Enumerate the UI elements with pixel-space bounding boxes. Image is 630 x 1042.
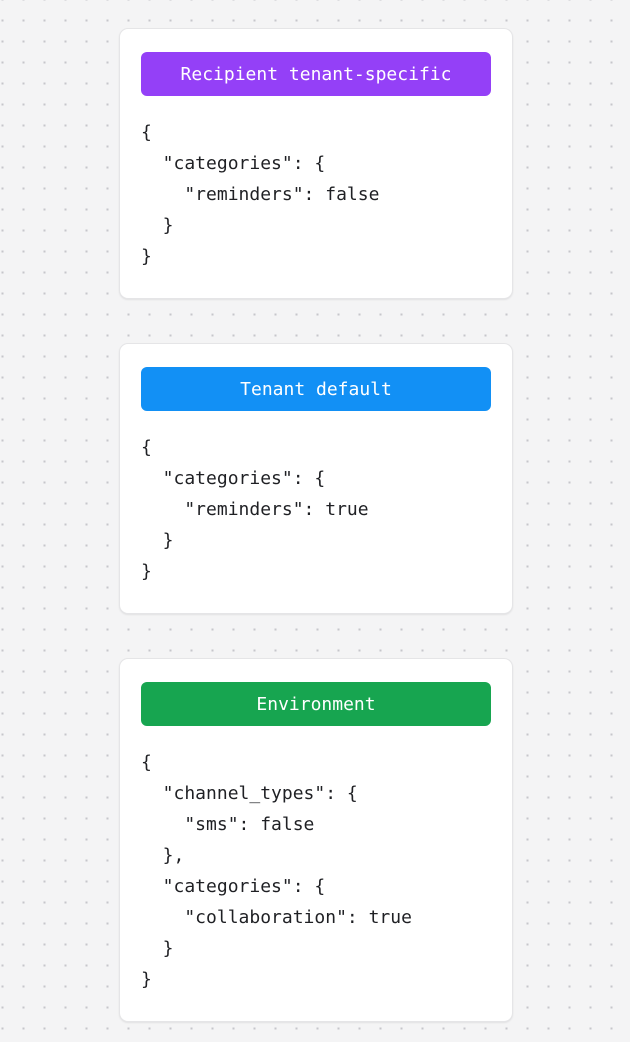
card-tenant-default: Tenant default { "categories": { "remind… (119, 343, 513, 614)
card-code-tenant-default: { "categories": { "reminders": true } } (141, 437, 369, 582)
card-header-recipient-tenant-specific: Recipient tenant-specific (141, 52, 491, 96)
card-header-environment: Environment (141, 682, 491, 726)
card-recipient-tenant-specific: Recipient tenant-specific { "categories"… (119, 28, 513, 299)
card-code-environment: { "channel_types": { "sms": false }, "ca… (141, 752, 412, 990)
card-code-recipient-tenant-specific: { "categories": { "reminders": false } } (141, 122, 380, 267)
preference-override-stack: Recipient tenant-specific { "categories"… (119, 28, 513, 1022)
card-header-tenant-default: Tenant default (141, 367, 491, 411)
card-environment: Environment { "channel_types": { "sms": … (119, 658, 513, 1022)
